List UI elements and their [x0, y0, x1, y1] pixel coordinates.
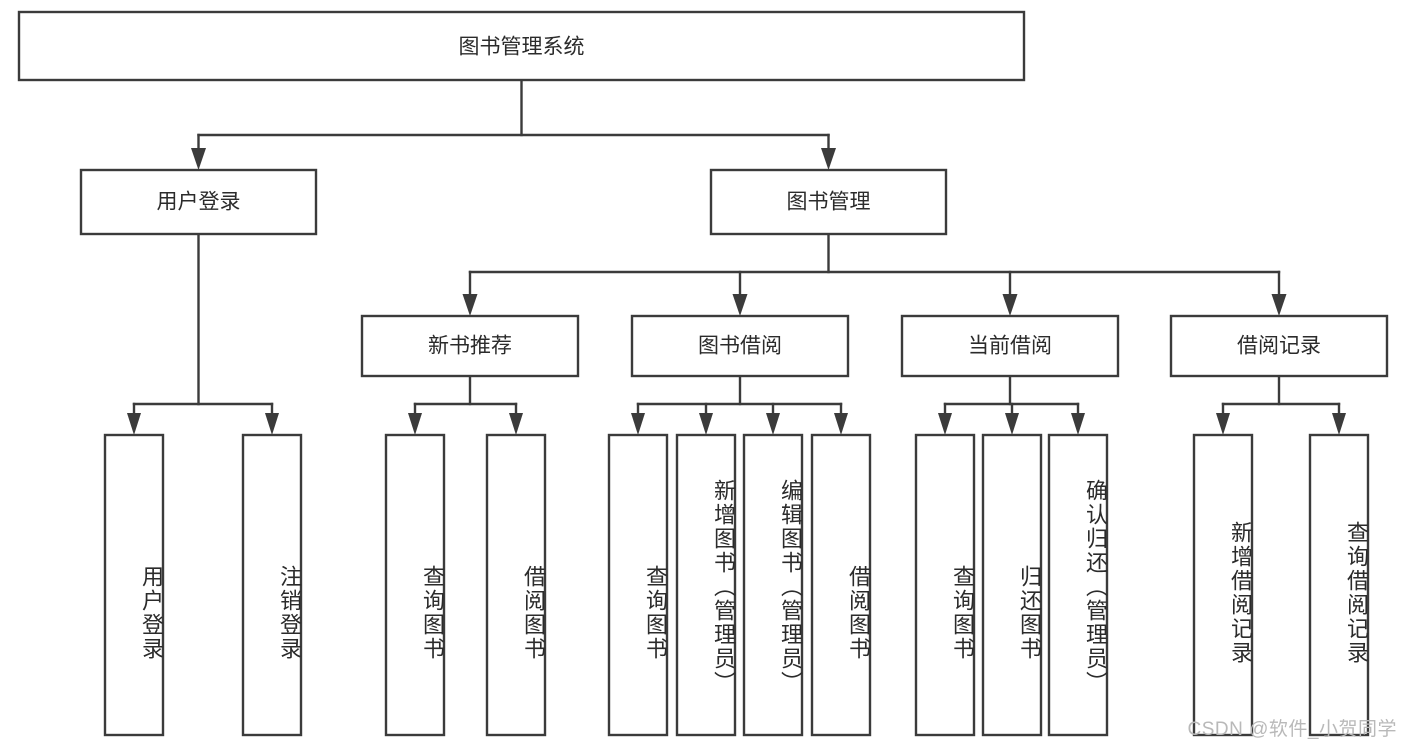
leaf-box-borrow-book-rec[interactable]: [485, 433, 547, 737]
leaf-box-query-book-rec[interactable]: [384, 433, 446, 737]
leaf-label-borrow-book: 借阅图书: [846, 565, 871, 661]
arrow-head-book-borrow: [732, 294, 748, 316]
arrow-head-leaf-confirm-return: [1071, 413, 1085, 435]
arrow-head-leaf-query-book-cur: [938, 413, 952, 435]
arrow-head-leaf-return-book: [1005, 413, 1019, 435]
arrow-head-leaf-user-login: [127, 413, 141, 435]
leaf-box-edit-book[interactable]: [742, 433, 804, 737]
node-current-borrow[interactable]: 当前借阅: [900, 314, 1120, 378]
arrow-head-leaf-user-logout: [265, 413, 279, 435]
node-book-borrow-label: 图书借阅: [698, 335, 782, 358]
arrow-head-leaf-edit-book: [766, 413, 780, 435]
leaf-box-return-book[interactable]: [981, 433, 1043, 737]
leaf-label-edit-book: 编辑图书（管理员）: [778, 479, 803, 695]
arrow-head-leaf-borrow-book-rec: [509, 413, 523, 435]
node-current-borrow-label: 当前借阅: [968, 335, 1052, 358]
leaf-label-add-record: 新增借阅记录: [1228, 520, 1253, 665]
leaf-box-user-logout[interactable]: [241, 433, 303, 737]
arrow-head-leaf-add-record: [1216, 413, 1230, 435]
arrow-head-leaf-query-record: [1332, 413, 1346, 435]
leaf-label-query-book: 查询图书: [643, 565, 668, 661]
node-new-book-rec-label: 新书推荐: [428, 335, 512, 358]
leaf-label-query-book-rec: 查询图书: [420, 565, 445, 661]
watermark-text: CSDN @软件_小贺同学: [1187, 719, 1397, 740]
leaf-box-confirm-return[interactable]: [1047, 433, 1109, 737]
arrow-head-user-login: [191, 148, 206, 170]
node-user-login-box[interactable]: [79, 168, 318, 236]
leaf-box-query-book[interactable]: [607, 433, 669, 737]
leaf-box-borrow-book[interactable]: [810, 433, 872, 737]
node-new-book-rec-box[interactable]: [360, 314, 580, 378]
leaf-label-add-book: 新增图书（管理员）: [711, 479, 736, 695]
leaf-box-query-record[interactable]: [1308, 433, 1370, 737]
leaf-label-borrow-book-rec: 借阅图书: [521, 565, 546, 661]
node-borrow-record[interactable]: 借阅记录: [1169, 314, 1389, 378]
leaf-label-user-logout: 注销登录: [277, 565, 302, 661]
node-borrow-record-label: 借阅记录: [1237, 335, 1321, 358]
arrow-head-leaf-borrow-book: [834, 413, 848, 435]
node-user-login[interactable]: 用户登录: [79, 168, 318, 236]
node-current-borrow-box[interactable]: [900, 314, 1120, 378]
arrow-head-leaf-query-book-rec: [408, 413, 422, 435]
connector-group-current-borrow: [938, 374, 1085, 435]
leaf-box-add-book[interactable]: [675, 433, 737, 737]
connector-group-borrow-record: [1216, 374, 1346, 435]
node-user-login-label: 用户登录: [157, 191, 241, 214]
arrow-head-borrow-record: [1271, 294, 1287, 316]
leaf-box-query-book-cur[interactable]: [914, 433, 976, 737]
connector-group-root: [191, 78, 836, 170]
arrow-head-leaf-add-book: [699, 413, 713, 435]
arrow-head-leaf-query-book: [631, 413, 645, 435]
leaf-label-return-book: 归还图书: [1017, 565, 1042, 661]
node-new-book-rec[interactable]: 新书推荐: [360, 314, 580, 378]
connector-group-new-book-rec: [408, 374, 523, 435]
arrow-head-book-manage: [821, 148, 836, 170]
arrow-head-current-borrow: [1002, 294, 1018, 316]
node-borrow-record-box[interactable]: [1169, 314, 1389, 378]
connector-group-book-borrow: [631, 374, 848, 435]
leaf-label-user-login: 用户登录: [139, 565, 164, 661]
arrow-head-new-book-rec: [462, 294, 478, 316]
node-book-manage-box[interactable]: [709, 168, 948, 236]
node-root[interactable]: 图书管理系统: [17, 10, 1026, 82]
leaf-label-confirm-return: 确认归还（管理员）: [1083, 479, 1108, 695]
leaf-label-query-book-cur: 查询图书: [950, 565, 975, 661]
node-book-manage-label: 图书管理: [787, 191, 871, 214]
leaf-box-add-record[interactable]: [1192, 433, 1254, 737]
node-book-borrow-box[interactable]: [630, 314, 850, 378]
leaf-label-query-record: 查询借阅记录: [1344, 520, 1369, 665]
node-root-box[interactable]: [17, 10, 1026, 82]
node-book-borrow[interactable]: 图书借阅: [630, 314, 850, 378]
node-root-label: 图书管理系统: [459, 36, 585, 59]
node-book-manage[interactable]: 图书管理: [709, 168, 948, 236]
connector-group-book-manage: [462, 232, 1287, 316]
connector-group-user-login: [127, 232, 279, 435]
leaf-boxes-group: [103, 433, 1370, 737]
leaf-box-user-login[interactable]: [103, 433, 165, 737]
